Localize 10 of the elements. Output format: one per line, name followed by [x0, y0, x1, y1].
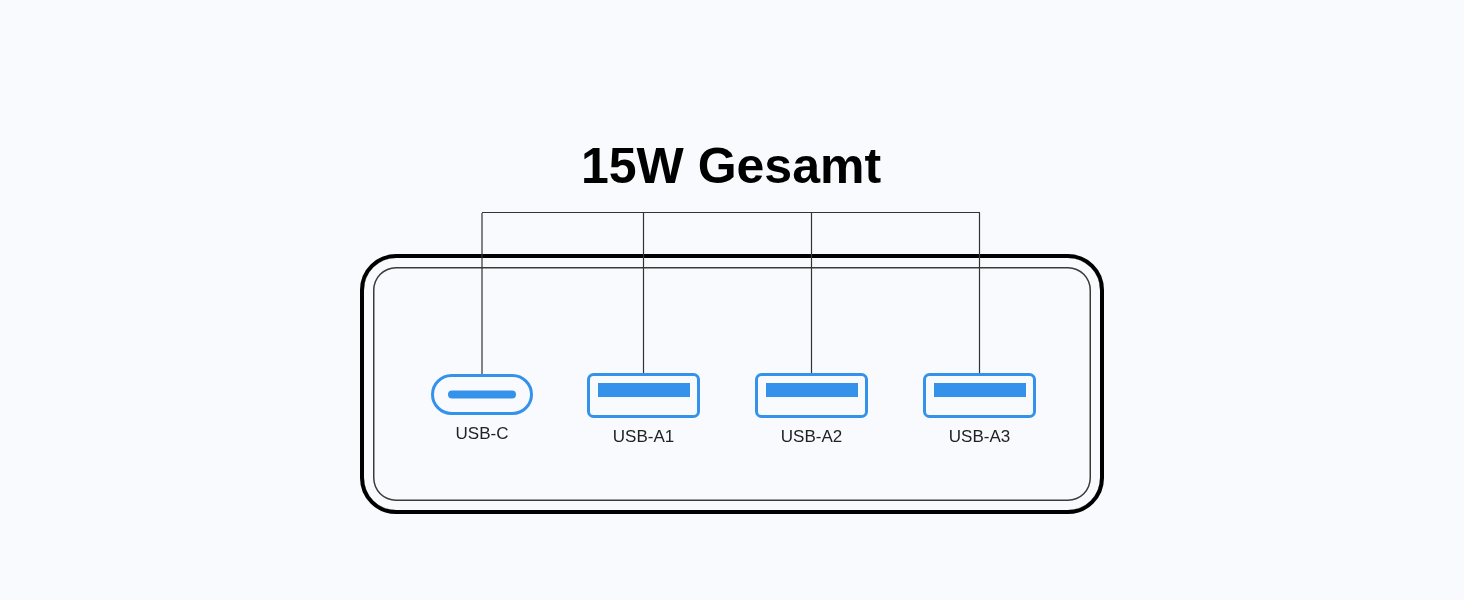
heading: 15W Gesamt	[580, 141, 882, 191]
port-label: USB-C	[455, 424, 509, 444]
connector-line	[481, 212, 483, 375]
port-label: USB-A1	[612, 427, 675, 447]
charger-body	[360, 254, 1104, 514]
port-label: USB-A3	[948, 427, 1011, 447]
port-label: USB-A2	[780, 427, 843, 447]
connector-line	[642, 212, 645, 374]
connector-line	[978, 212, 981, 374]
connector-line	[810, 212, 813, 374]
